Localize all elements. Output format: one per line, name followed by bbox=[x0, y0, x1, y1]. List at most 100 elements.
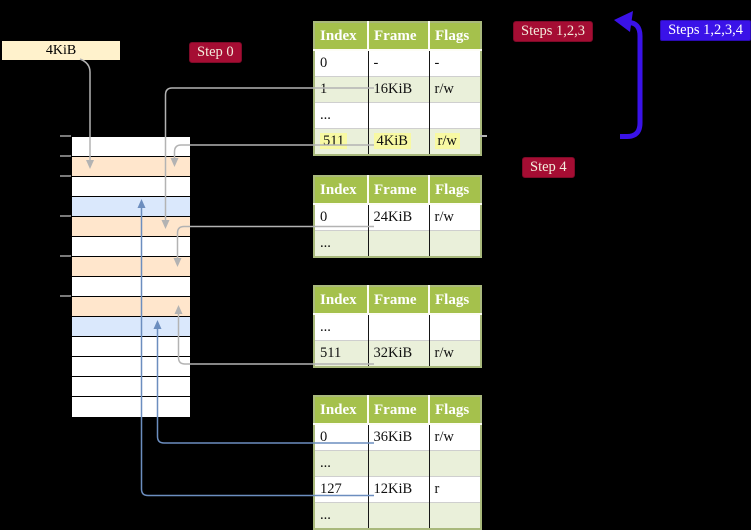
table-cell bbox=[368, 450, 430, 477]
cell-text: 24KiB bbox=[373, 209, 413, 225]
memory-frame-row-white bbox=[72, 337, 190, 357]
column-header: Index bbox=[314, 396, 369, 425]
table-cell: ... bbox=[314, 102, 369, 129]
table-cell: ... bbox=[314, 450, 369, 477]
memory-frame-row-white bbox=[72, 357, 190, 377]
memory-frame-row-white bbox=[72, 277, 190, 297]
cell-text: 32KiB bbox=[373, 345, 413, 361]
cell-text: - bbox=[373, 55, 379, 71]
memory-frame-row-peach bbox=[72, 157, 190, 177]
table-cell: r/w bbox=[429, 204, 481, 231]
table-cell: 0 bbox=[314, 424, 369, 451]
cell-text: 1 bbox=[320, 81, 328, 97]
table-cell bbox=[429, 450, 481, 477]
table-cell: 511 bbox=[314, 128, 369, 155]
memory-tick bbox=[60, 215, 71, 217]
memory-tick bbox=[60, 155, 71, 157]
table-cell bbox=[368, 102, 430, 129]
cell-text: 511 bbox=[320, 345, 342, 361]
table-cell bbox=[368, 314, 430, 341]
memory-frame-row-peach bbox=[72, 217, 190, 237]
table-cell: 511 bbox=[314, 340, 369, 367]
table-cell: ... bbox=[314, 502, 369, 529]
badge-step-4: Step 4 bbox=[522, 157, 575, 178]
cell-text: r/w bbox=[434, 81, 454, 97]
column-header: Frame bbox=[368, 396, 430, 425]
arrow-recursive-loop bbox=[614, 11, 643, 139]
memory-frame-row-white bbox=[72, 237, 190, 257]
table-cell bbox=[429, 230, 481, 257]
badge-steps-1-2-3: Steps 1,2,3 bbox=[513, 21, 594, 42]
cell-text: 4KiB bbox=[373, 133, 411, 149]
table-cell: ... bbox=[314, 230, 369, 257]
cell-text: r/w bbox=[434, 345, 454, 361]
column-header: Flags bbox=[429, 286, 481, 315]
cell-text: ... bbox=[320, 235, 331, 251]
table-cell: 4KiB bbox=[368, 128, 430, 155]
table-cell: - bbox=[368, 50, 430, 77]
table-cell bbox=[368, 502, 430, 529]
table-cell: 0 bbox=[314, 50, 369, 77]
table-row: 511 4KiB r/w bbox=[314, 128, 481, 155]
table-cell: 12KiB bbox=[368, 476, 430, 503]
column-header: Flags bbox=[429, 176, 481, 205]
cell-text: ... bbox=[320, 319, 331, 335]
table-cell: 1 bbox=[314, 76, 369, 103]
memory-tick bbox=[60, 135, 71, 137]
cell-text: r/w bbox=[434, 429, 454, 445]
table-cell: 0 bbox=[314, 204, 369, 231]
physical-memory-column bbox=[71, 136, 191, 418]
table-cell: 32KiB bbox=[368, 340, 430, 367]
table-cell: r/w bbox=[429, 76, 481, 103]
memory-frame-row-white bbox=[72, 137, 190, 157]
memory-tick bbox=[60, 255, 71, 257]
table-cell: r/w bbox=[429, 340, 481, 367]
table-cell: - bbox=[429, 50, 481, 77]
memory-frame-row-peach bbox=[72, 257, 190, 277]
cell-text: 0 bbox=[320, 55, 328, 71]
table-row: 511 32KiB r/w bbox=[314, 340, 481, 367]
table-row: ... bbox=[314, 230, 481, 257]
column-header: Flags bbox=[429, 22, 481, 51]
cell-text: 12KiB bbox=[373, 481, 413, 497]
table-cell: r bbox=[429, 476, 481, 503]
column-header: Index bbox=[314, 22, 369, 51]
memory-frame-row-white bbox=[72, 177, 190, 197]
table-row: ... bbox=[314, 502, 481, 529]
table-row: ... bbox=[314, 450, 481, 477]
cell-text: 511 bbox=[320, 133, 348, 149]
memory-frame-row-white bbox=[72, 377, 190, 397]
memory-tick bbox=[60, 175, 71, 177]
table-cell: r/w bbox=[429, 128, 481, 155]
memory-tick bbox=[60, 295, 71, 297]
table-cell bbox=[368, 230, 430, 257]
column-header: Index bbox=[314, 286, 369, 315]
cell-text: r bbox=[434, 481, 440, 497]
table-row: ... bbox=[314, 102, 481, 129]
cell-text: ... bbox=[320, 107, 331, 123]
memory-frame-row-white bbox=[72, 397, 190, 417]
badge-step-0: Step 0 bbox=[189, 42, 242, 63]
table-cell: ... bbox=[314, 314, 369, 341]
memory-frame-row-blue bbox=[72, 197, 190, 217]
column-header: Index bbox=[314, 176, 369, 205]
column-header: Flags bbox=[429, 396, 481, 425]
table-cell bbox=[429, 314, 481, 341]
table-cell bbox=[429, 502, 481, 529]
memory-frame-row-peach bbox=[72, 297, 190, 317]
cell-text: 0 bbox=[320, 429, 328, 445]
column-header: Frame bbox=[368, 22, 430, 51]
table-cell bbox=[429, 102, 481, 129]
cell-text: 36KiB bbox=[373, 429, 413, 445]
cell-text: r/w bbox=[434, 209, 454, 225]
frame-size-label: 4KiB bbox=[2, 41, 120, 60]
